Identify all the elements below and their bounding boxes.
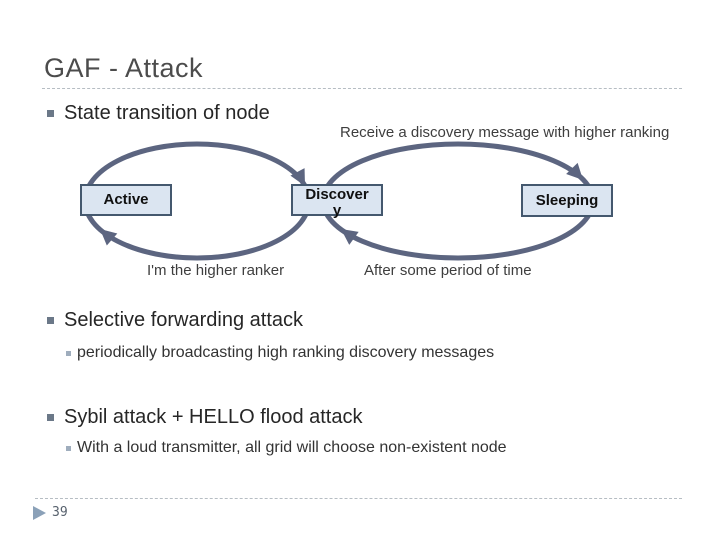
bullet-item: State transition of node — [47, 101, 270, 126]
bullet-square-icon — [47, 110, 54, 117]
bullet-square-icon — [47, 414, 54, 421]
footer-arrow-icon — [33, 506, 46, 520]
bullet-text: State transition of node — [64, 102, 270, 124]
sub-bullet-item: With a loud transmitter, all grid will c… — [66, 438, 507, 458]
arrowhead-into-discovery-bottom-icon — [341, 229, 359, 245]
state-label-active: Active — [103, 191, 149, 208]
arrowhead-into-discovery-top-icon — [290, 168, 305, 186]
state-label-discovery: Discovery — [305, 186, 369, 219]
title-divider — [42, 88, 682, 89]
state-label-sleeping: Sleeping — [535, 191, 599, 209]
transition-label-higher-ranker: I'm the higher ranker — [147, 262, 285, 279]
bullet-item: Sybil attack + HELLO flood attack — [47, 405, 363, 430]
state-box-sleeping: Sleeping — [521, 184, 613, 217]
sub-bullet-item: periodically broadcasting high ranking d… — [66, 343, 494, 363]
sub-bullet-text: With a loud transmitter, all grid will c… — [77, 439, 507, 456]
footer-divider — [35, 498, 682, 499]
arrowhead-into-sleeping-icon — [566, 162, 583, 180]
state-box-active: Active — [80, 184, 172, 216]
page-number: 39 — [52, 505, 68, 520]
slide-title: GAF - Attack — [44, 53, 204, 83]
transition-label-period-of-time: After some period of time — [364, 262, 532, 279]
bullet-square-icon — [47, 317, 54, 324]
arrowhead-into-active-icon — [100, 229, 118, 246]
sub-bullet-square-icon — [66, 351, 71, 356]
bullet-text: Selective forwarding attack — [64, 309, 304, 331]
sub-bullet-text: periodically broadcasting high ranking d… — [77, 344, 495, 361]
sub-bullet-square-icon — [66, 446, 71, 451]
bullet-text: Sybil attack + HELLO flood attack — [64, 406, 363, 428]
state-box-discovery: Discovery — [291, 184, 383, 219]
transition-label-receive-discovery: Receive a discovery message with higher … — [340, 124, 670, 141]
bullet-item: Selective forwarding attack — [47, 308, 303, 333]
